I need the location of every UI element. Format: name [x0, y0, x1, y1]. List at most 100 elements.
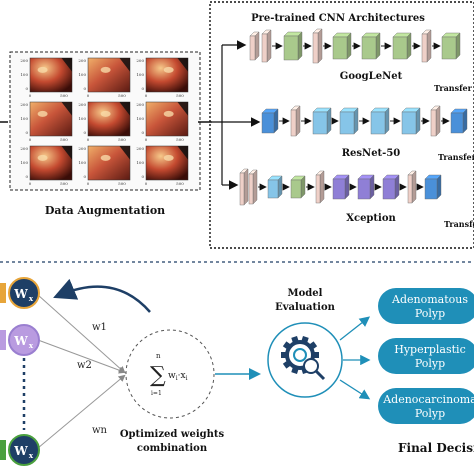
x-tick-label: 500	[176, 137, 184, 142]
x-tick-label: 500	[118, 181, 126, 186]
layer-block	[290, 105, 301, 137]
evaluation-gear-icon	[267, 322, 343, 398]
layer-block	[424, 174, 442, 200]
class-adenocarcinoma: Adenocarcinoma Polyp	[378, 388, 474, 424]
class-hyperplastic-line1: Hyperplastic	[394, 343, 465, 356]
layer-block	[430, 105, 441, 137]
googlenet-network	[249, 28, 461, 64]
model-name-resnet50: ResNet-50	[342, 148, 401, 159]
y-tick-label: 0	[141, 130, 144, 135]
x-tick-label: 500	[176, 93, 184, 98]
y-tick-label: 100	[20, 72, 28, 77]
weighted-sum-node: ∑ n i=1 wi·xi	[125, 329, 215, 419]
class-hyperplastic-line2: Polyp	[415, 357, 445, 370]
weight-node-1-label: W	[13, 287, 28, 301]
layer-block	[249, 31, 260, 61]
weight-node-1-sub: x	[29, 294, 34, 303]
layer-block	[421, 29, 432, 63]
y-tick-label: 100	[136, 116, 144, 121]
class-adenomatous-line1: Adenomatous	[391, 293, 468, 306]
layer-block	[290, 175, 306, 199]
class-hyperplastic: Hyperplastic Polyp	[378, 338, 474, 374]
model-name-xception: Xception	[346, 213, 396, 224]
y-tick-label: 100	[20, 116, 28, 121]
layer-block	[261, 29, 272, 63]
y-tick-label: 200	[136, 102, 144, 107]
x-tick-label: 0	[87, 181, 90, 186]
y-tick-label: 100	[136, 160, 144, 165]
gear-tooth	[313, 352, 319, 358]
layer-block	[441, 32, 461, 60]
augmented-image: 0 100 200 0 500	[136, 101, 189, 142]
layer-block	[401, 107, 421, 135]
feedback-arrow	[53, 278, 151, 313]
layer-block	[361, 32, 381, 60]
cnn-branch-arrows	[212, 40, 261, 190]
weight-node-n-label: W	[13, 444, 28, 458]
x-tick-label: 0	[29, 137, 32, 142]
y-tick-label: 0	[83, 174, 86, 179]
layer-block	[261, 108, 279, 134]
weight-edges	[37, 294, 126, 449]
transfer-label-xception: Transfe	[444, 219, 474, 229]
gear-tooth	[281, 352, 287, 358]
evaluation-to-class-arrows	[339, 316, 371, 400]
weight-node-2: W x	[0, 324, 40, 356]
combination-label-line2: combination	[137, 443, 208, 454]
weight-label-w1: w1	[92, 322, 107, 333]
layer-block	[407, 170, 417, 204]
class-adenomatous: Adenomatous Polyp	[378, 288, 474, 324]
y-tick-label: 0	[25, 130, 28, 135]
layer-block	[283, 31, 303, 61]
final-decision-label: Final Decisio	[398, 441, 474, 455]
layer-block	[357, 174, 375, 200]
sum-term: wi·xi	[168, 371, 188, 382]
weight-node-1: W x	[0, 277, 40, 309]
y-tick-label: 200	[20, 146, 28, 151]
transfer-label-resnet50: Transfer l	[438, 152, 474, 162]
layer-block	[267, 175, 283, 199]
layer-block	[370, 107, 390, 135]
x-tick-label: 500	[60, 181, 68, 186]
x-tick-label: 0	[145, 137, 148, 142]
combination-label-line1: Optimized weights	[120, 429, 225, 440]
weight-node-n: W x	[0, 434, 40, 466]
evaluation-label-line1: Model	[288, 288, 323, 299]
y-tick-label: 100	[78, 72, 86, 77]
cnn-panel	[209, 1, 474, 249]
weight-node-n-sub: x	[29, 451, 34, 460]
y-tick-label: 0	[141, 86, 144, 91]
weight-node-2-sub: x	[29, 341, 34, 350]
evaluation-label-line2: Evaluation	[275, 302, 336, 313]
y-tick-label: 200	[78, 102, 86, 107]
x-tick-label: 0	[145, 93, 148, 98]
model-name-googlenet: GoogLeNet	[340, 71, 403, 82]
layer-block	[239, 168, 249, 206]
sum-lower-limit: i=1	[151, 390, 162, 397]
weight-label-w2: w2	[77, 360, 92, 371]
x-tick-label: 500	[176, 181, 184, 186]
y-tick-label: 200	[20, 58, 28, 63]
transfer-label-googlenet: Transfer l	[434, 83, 474, 93]
x-tick-label: 500	[60, 93, 68, 98]
class-adenomatous-line2: Polyp	[415, 307, 445, 320]
layer-block	[450, 108, 468, 134]
x-tick-label: 500	[118, 137, 126, 142]
y-tick-label: 200	[136, 146, 144, 151]
sum-upper-limit: n	[156, 352, 161, 360]
layer-block	[312, 28, 323, 64]
x-tick-label: 500	[118, 93, 126, 98]
layer-block	[312, 107, 332, 135]
resnet50-network	[261, 105, 468, 137]
y-tick-label: 200	[136, 58, 144, 63]
x-tick-label: 0	[87, 137, 90, 142]
